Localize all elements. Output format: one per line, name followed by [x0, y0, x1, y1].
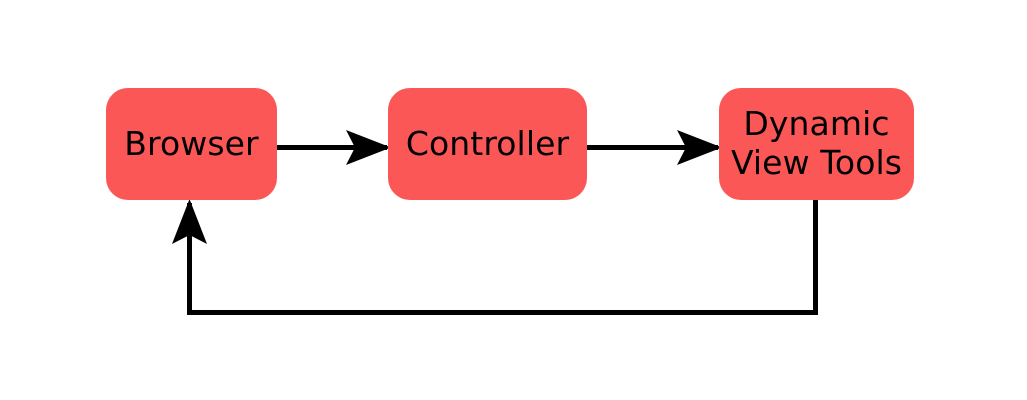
edge-dynamic-to-browser-feedback	[172, 198, 818, 315]
node-browser[interactable]: Browser	[106, 88, 277, 200]
node-controller[interactable]: Controller	[388, 88, 587, 200]
node-dynamic-view-tools[interactable]: Dynamic View Tools	[719, 88, 914, 200]
